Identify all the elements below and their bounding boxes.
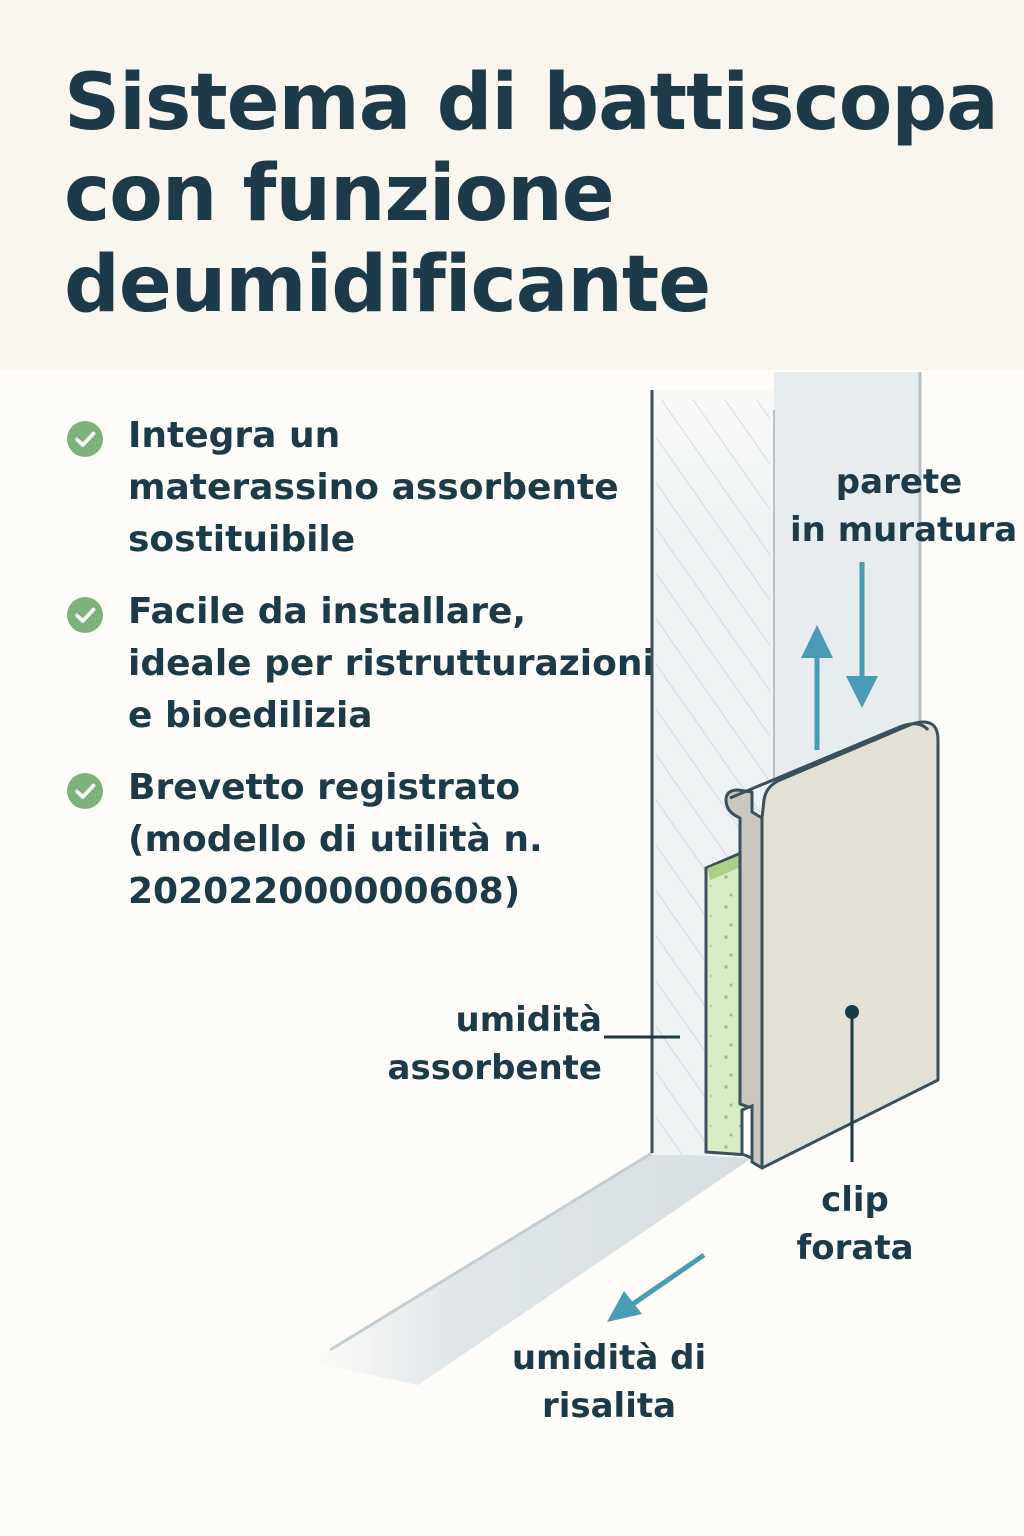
skirting-clip: [740, 1103, 754, 1161]
title-line: deumidificante: [64, 240, 711, 330]
page-title: Sistema di battiscopa con funzione deumi…: [64, 58, 999, 331]
skirting-board: [760, 720, 940, 1170]
label-clip-line: clip: [821, 1180, 889, 1220]
header-band: [0, 0, 1024, 370]
label-wall-line: in muratura: [790, 510, 1018, 550]
check-circle-icon: [67, 773, 103, 809]
feature-item: Facile da installare, ideale per ristrut…: [66, 586, 666, 742]
feature-item: Brevetto registrato (modello di utilità …: [66, 762, 666, 918]
check-circle-icon: [67, 597, 103, 633]
feature-text: 202022000000608): [128, 871, 521, 912]
label-clip: clip forata: [782, 1176, 928, 1272]
check-circle-icon: [67, 421, 103, 457]
floor-plane: [310, 1153, 752, 1385]
feature-text: materassino assorbente: [128, 467, 619, 508]
label-wall-line: parete: [835, 462, 963, 502]
title-line: con funzione: [64, 149, 615, 239]
feature-item: Integra un materassino assorbente sostit…: [66, 410, 666, 566]
feature-text: Facile da installare,: [128, 591, 527, 632]
absorbent-pad-top: [708, 852, 748, 880]
label-wall: parete in muratura: [790, 458, 1018, 554]
floor-edge: [329, 1151, 653, 1352]
skirting-top-rail: [729, 722, 930, 800]
wall-face: [774, 372, 920, 792]
title-line: Sistema di battiscopa: [64, 58, 999, 148]
label-rising-damp-line: umidità di: [511, 1338, 707, 1378]
label-rising-damp-line: risalita: [541, 1386, 677, 1426]
feature-text: Brevetto registrato: [128, 767, 521, 808]
leader-dot-clip: [845, 1005, 859, 1019]
label-clip-line: forata: [796, 1228, 914, 1268]
label-absorbent-line: assorbente: [387, 1048, 602, 1088]
arrow-down-icon: [846, 562, 878, 708]
feature-list: Integra un materassino assorbente sostit…: [66, 410, 666, 938]
label-absorbent-line: umidità: [455, 1000, 602, 1040]
feature-text: e bioedilizia: [128, 695, 373, 736]
feature-text: (modello di utilità n.: [128, 819, 543, 860]
absorbent-pad-texture: [710, 857, 745, 1150]
label-rising-damp: umidità di risalita: [500, 1334, 718, 1430]
arrow-up-icon: [801, 625, 833, 750]
label-absorbent: umidità assorbente: [380, 996, 602, 1092]
feature-text: Integra un: [128, 415, 341, 456]
arrow-diagonal-icon: [607, 1252, 706, 1322]
feature-text: sostituibile: [128, 519, 356, 560]
feature-text: ideale per ristrutturazioni: [128, 643, 655, 684]
